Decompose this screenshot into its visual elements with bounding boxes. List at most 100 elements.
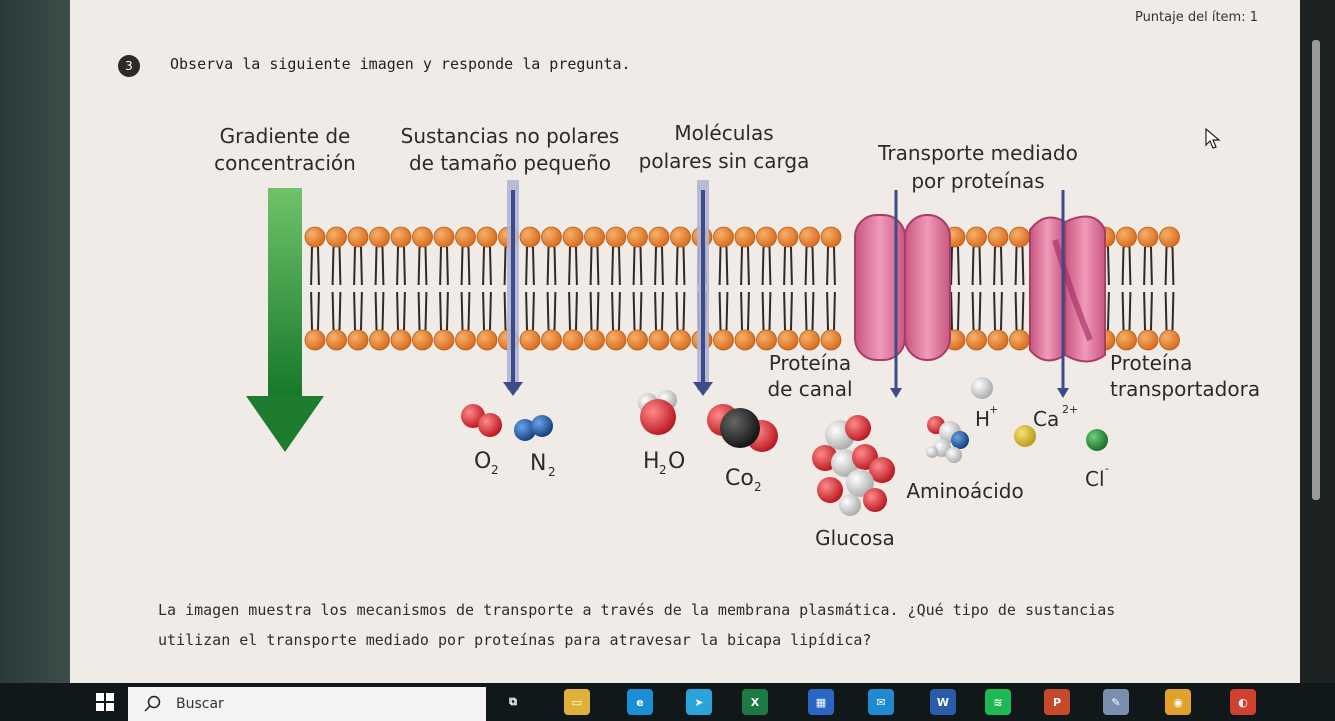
lipid-tail	[525, 246, 528, 286]
lipid-bilayer	[304, 226, 1180, 351]
water-molecule: H 2 O	[638, 390, 685, 477]
lipid-head	[455, 226, 476, 248]
label-o2-sub: 2	[491, 463, 499, 477]
store-icon[interactable]: ▦	[808, 689, 834, 715]
caption-line-2: utilizan el transporte mediado por prote…	[158, 631, 872, 649]
lipid-tail	[1107, 291, 1110, 331]
lipid-head	[519, 329, 541, 351]
lipid-tail	[360, 246, 363, 286]
lipid-tail	[661, 291, 664, 331]
lipid-tail	[718, 246, 722, 286]
lipid-head	[562, 329, 584, 351]
lipid-tail	[489, 246, 492, 286]
lipid-head	[326, 226, 347, 248]
task-view-icon[interactable]: ⧉	[500, 689, 526, 715]
lipid-head	[541, 329, 562, 351]
lipid-head	[1009, 226, 1030, 248]
lipid-tail	[747, 246, 750, 286]
edge-icon[interactable]: e	[627, 689, 653, 715]
label-mediated-1: Transporte mediado	[877, 141, 1078, 165]
label-amino-acid: Aminoácido	[906, 479, 1023, 503]
lipid-tail	[978, 291, 982, 331]
lipid-tail	[1143, 291, 1146, 331]
lipid-head	[390, 226, 412, 248]
lipid-tail	[783, 246, 786, 286]
lipid-tail	[761, 246, 765, 286]
lipid-head	[799, 329, 820, 351]
lipid-tail	[1021, 246, 1025, 286]
polar-diffusion-arrow	[693, 180, 713, 396]
carbon-dioxide-molecule: Co 2	[707, 404, 778, 494]
lipid-head	[476, 226, 498, 248]
lipid-tail	[833, 246, 836, 286]
lipid-tail	[439, 246, 442, 286]
label-cl: Cl	[1085, 467, 1105, 491]
lipid-head	[966, 226, 987, 248]
lipid-tail	[957, 291, 960, 331]
taskbar: Buscar ⧉ ▭ e ➤ X ▦ ✉ W ≋ P ✎ ◉ ◐	[0, 683, 1335, 721]
lipid-tail	[1121, 291, 1125, 331]
label-h2o-h: H	[643, 449, 660, 474]
lipid-tail	[482, 246, 485, 286]
start-button[interactable]	[84, 683, 126, 721]
chrome-icon[interactable]: ◉	[1165, 689, 1191, 715]
lipid-head	[412, 329, 433, 351]
lipid-tail	[718, 291, 722, 331]
lipid-head	[605, 329, 627, 351]
lipid-head	[799, 226, 820, 248]
lipid-tail	[403, 291, 406, 331]
lipid-head	[584, 329, 605, 351]
lipid-tail	[568, 246, 571, 286]
lipid-tail	[1121, 246, 1125, 286]
lipid-tail	[1000, 246, 1003, 286]
lipid-tail	[1164, 291, 1168, 331]
lipid-head	[966, 329, 987, 351]
lipid-head	[347, 329, 369, 351]
lipid-tail	[1150, 246, 1153, 286]
lipid-head	[1159, 226, 1180, 248]
lipid-tail	[331, 291, 335, 331]
powerpoint-icon[interactable]: P	[1044, 689, 1070, 715]
lipid-tail	[525, 291, 528, 331]
excel-icon[interactable]: X	[742, 689, 768, 715]
lipid-tail	[396, 246, 399, 286]
scrollbar[interactable]	[1312, 40, 1320, 500]
lipid-tail	[1171, 246, 1175, 286]
lipid-head	[713, 226, 734, 248]
lipid-tail	[618, 291, 621, 331]
lipid-tail	[740, 246, 743, 286]
file-explorer-icon[interactable]: ▭	[564, 689, 590, 715]
lipid-tail	[639, 291, 643, 331]
lipid-tail	[575, 291, 578, 331]
label-polar-1: Moléculas	[674, 121, 773, 145]
lipid-tail	[360, 291, 363, 331]
lipid-head	[777, 226, 799, 248]
paint-icon[interactable]: ✎	[1103, 689, 1129, 715]
lipid-tail	[417, 291, 421, 331]
label-o2: O	[474, 449, 491, 474]
lipid-tail	[1014, 246, 1018, 286]
lipid-head	[326, 329, 347, 351]
lipid-tail	[804, 246, 808, 286]
telegram-icon[interactable]: ➤	[686, 689, 712, 715]
lipid-head	[562, 226, 584, 248]
lipid-tail	[1128, 291, 1132, 331]
lipid-head	[987, 329, 1009, 351]
carrier-protein	[1029, 190, 1106, 398]
lipid-tail	[424, 291, 428, 331]
lipid-head	[541, 226, 562, 248]
lipid-tail	[790, 246, 793, 286]
taskbar-search[interactable]: Buscar	[128, 687, 486, 721]
lipid-tail	[417, 246, 421, 286]
lipid-head	[369, 226, 390, 248]
word-icon[interactable]: W	[930, 689, 956, 715]
lipid-tail	[353, 291, 356, 331]
lipid-tail	[338, 291, 342, 331]
spotify-icon[interactable]: ≋	[985, 689, 1011, 715]
label-gradient-1: Gradiente de	[220, 124, 351, 148]
other-app-icon[interactable]: ◐	[1230, 689, 1256, 715]
lipid-tail	[596, 246, 600, 286]
mail-icon[interactable]: ✉	[868, 689, 894, 715]
lipid-tail	[403, 246, 406, 286]
lipid-head	[734, 226, 756, 248]
